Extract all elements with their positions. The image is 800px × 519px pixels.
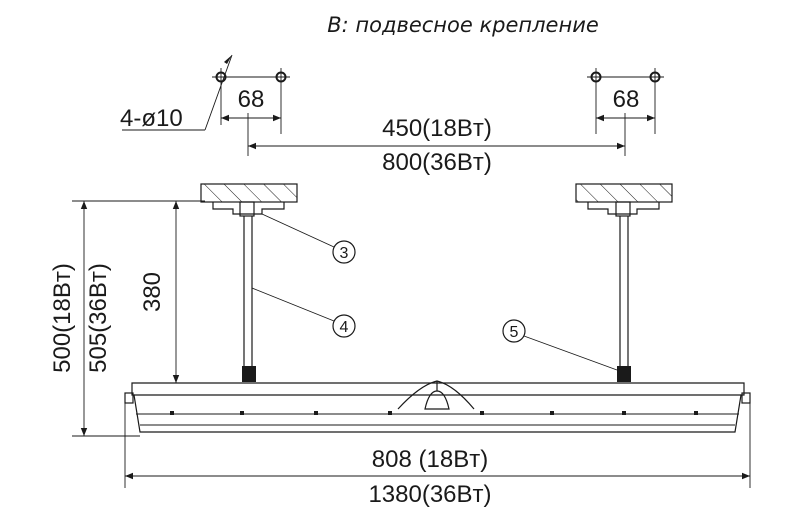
holes-label: 4-ø10 — [120, 105, 183, 132]
lamp-housing — [124, 380, 751, 433]
callout-5: 5 — [502, 319, 618, 371]
lamp-length-36w-label: 1380(36Bт) — [368, 481, 491, 508]
rod-length-label: 380 — [139, 272, 166, 312]
total-height-36w-label: 505(36Bт) — [85, 263, 112, 373]
holes-leader — [204, 54, 233, 131]
mount-spacing-18w-label: 450(18Bт) — [382, 115, 492, 142]
lamp-fasteners — [170, 411, 698, 415]
drawing-title: В: подвесное крепление — [327, 13, 599, 37]
suspension-rod-right — [617, 216, 631, 382]
callout-5-label: 5 — [510, 324, 519, 341]
hole-spacing-left-label: 68 — [238, 86, 265, 113]
ceiling-plate-left — [200, 183, 298, 217]
callout-4: 4 — [251, 287, 356, 338]
mount-spacing-36w-label: 800(36Bт) — [382, 149, 492, 176]
ceiling-plate-right — [575, 183, 673, 217]
callout-4-label: 4 — [340, 319, 349, 336]
hole-spacing-right-label: 68 — [613, 86, 640, 113]
suspension-rod-left — [242, 216, 256, 382]
total-height-18w-label: 500(18Bт) — [49, 263, 76, 373]
lamp-length-18w-label: 808 (18Bт) — [372, 446, 488, 473]
callout-3-label: 3 — [340, 245, 349, 262]
callout-3: 3 — [261, 213, 356, 264]
